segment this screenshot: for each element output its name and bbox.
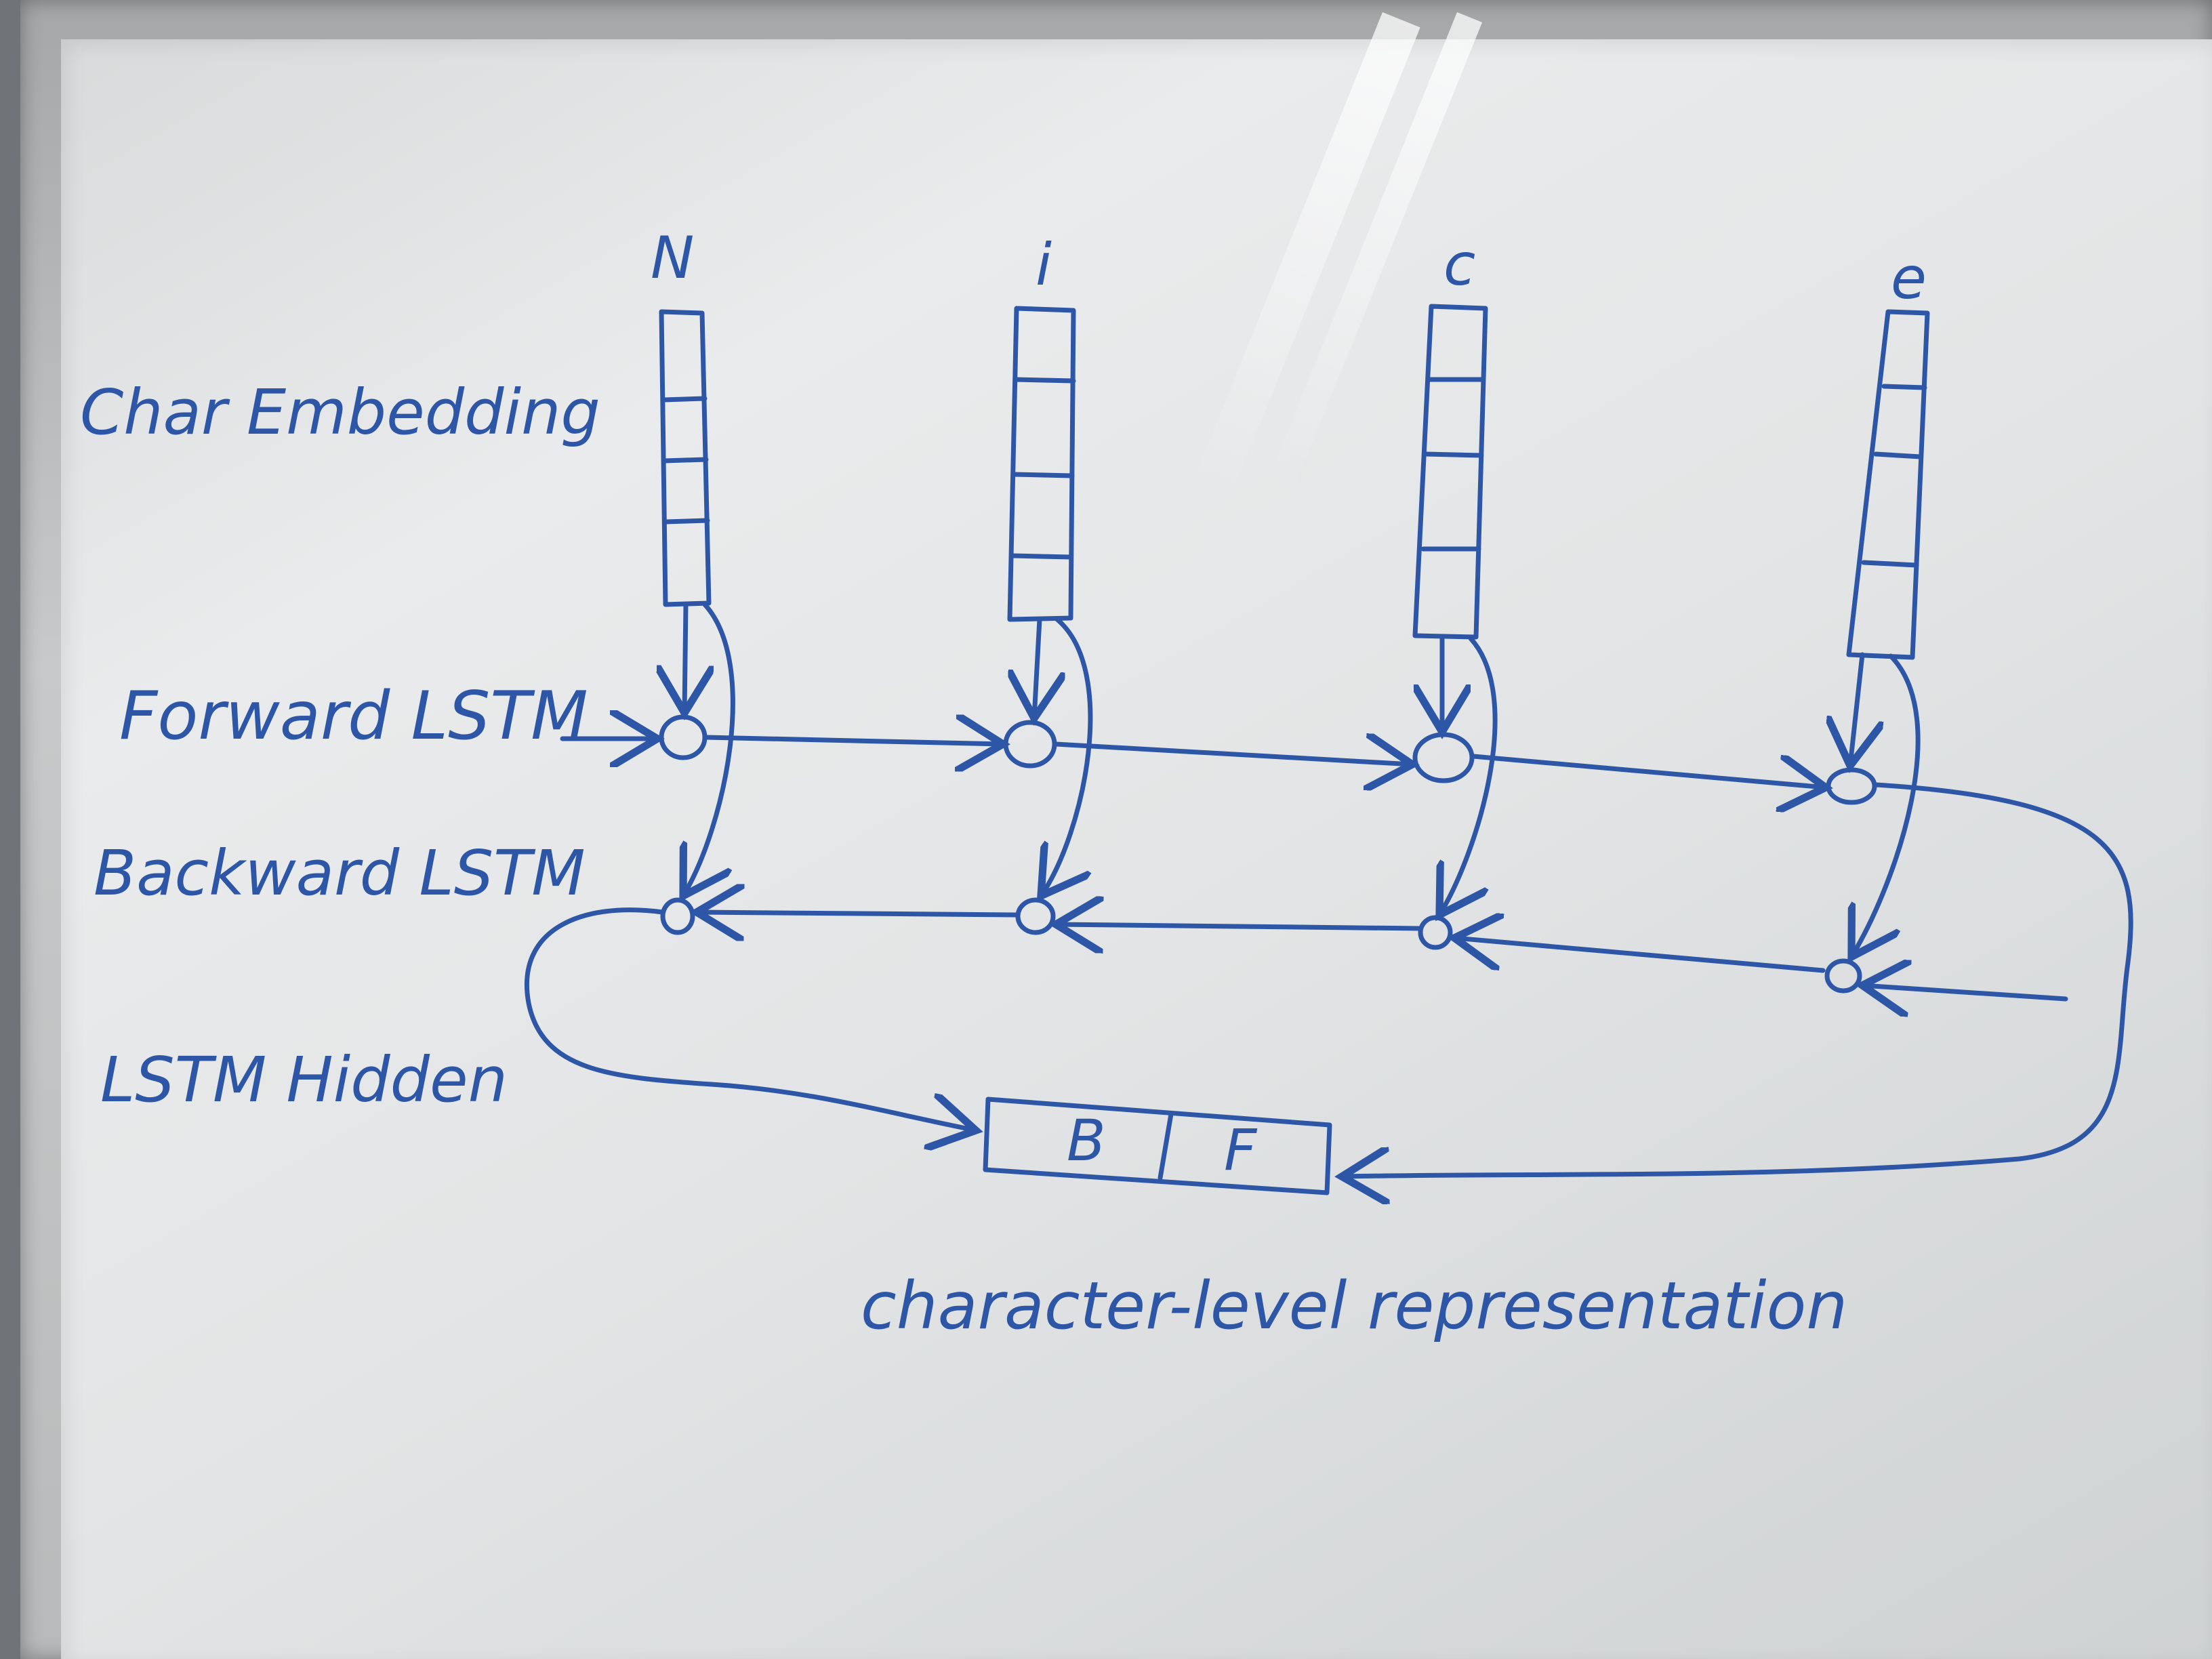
embedding-vector-c — [1412, 304, 1488, 640]
embedding-to-forward-arrows — [684, 602, 1862, 766]
hidden-representation-box — [983, 1097, 1332, 1195]
backward-to-hidden-arrow — [525, 907, 976, 1130]
forward-to-hidden-arrow — [1342, 782, 2133, 1176]
char-label-N: N — [651, 224, 694, 292]
hidden-box-F: F — [1224, 1117, 1258, 1183]
forward-flow-arrows — [560, 737, 1826, 787]
label-lstm-hidden: LSTM Hidden — [100, 1044, 508, 1116]
hidden-box-B: B — [1067, 1107, 1106, 1174]
embedding-vector-i — [1007, 306, 1076, 622]
label-forward-lstm: Forward LSTM — [119, 678, 588, 755]
backward-flow-arrows — [697, 912, 2068, 999]
char-label-i: i — [1036, 231, 1052, 299]
embedding-to-backward-arrows — [683, 602, 1921, 957]
caption-character-level-representation: character-level representation — [861, 1268, 1847, 1344]
char-label-c: c — [1443, 231, 1475, 299]
label-backward-lstm: Backward LSTM — [94, 837, 586, 909]
forward-lstm-cells — [659, 714, 1877, 805]
embedding-vector-e — [1846, 309, 1930, 660]
embedding-vector-N — [659, 309, 712, 607]
label-char-embedding: Char Embedding — [80, 376, 600, 449]
whiteboard-surface — [61, 12, 2212, 1659]
char-label-e: e — [1891, 245, 1927, 312]
